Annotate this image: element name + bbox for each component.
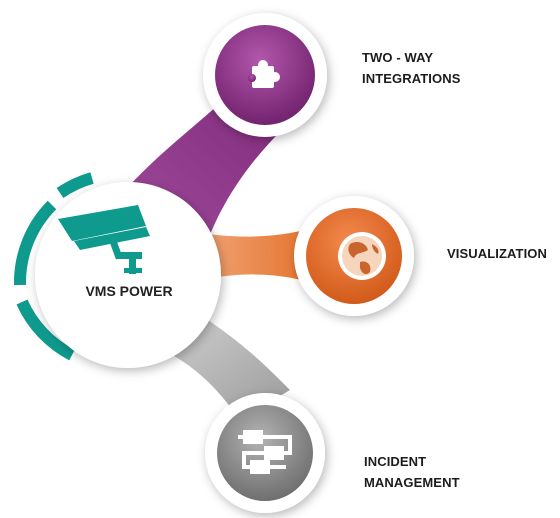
node-visualization [294, 196, 414, 316]
teal-arc-upper [13, 200, 57, 286]
label-line: TWO - WAY [362, 50, 434, 65]
label-line: MANAGEMENT [364, 475, 460, 490]
puzzle-piece-icon [248, 60, 280, 88]
label-visualization: VISUALIZATION [447, 243, 547, 264]
label-two-way-integrations: TWO - WAY INTEGRATIONS [362, 47, 460, 89]
teal-arc-top [56, 172, 94, 199]
security-camera-icon [58, 205, 150, 274]
label-incident-management: INCIDENT MANAGEMENT [364, 451, 460, 493]
workflow-icon [238, 430, 292, 474]
center-label: VMS POWER [85, 283, 173, 299]
node-integrations [203, 13, 327, 137]
teal-arc-lower [16, 299, 75, 361]
label-line: INCIDENT [364, 454, 427, 469]
node-incident [205, 393, 325, 513]
label-line: VISUALIZATION [447, 246, 547, 261]
label-line: INTEGRATIONS [362, 71, 461, 86]
center-hub [13, 172, 221, 368]
globe-icon [338, 232, 386, 280]
